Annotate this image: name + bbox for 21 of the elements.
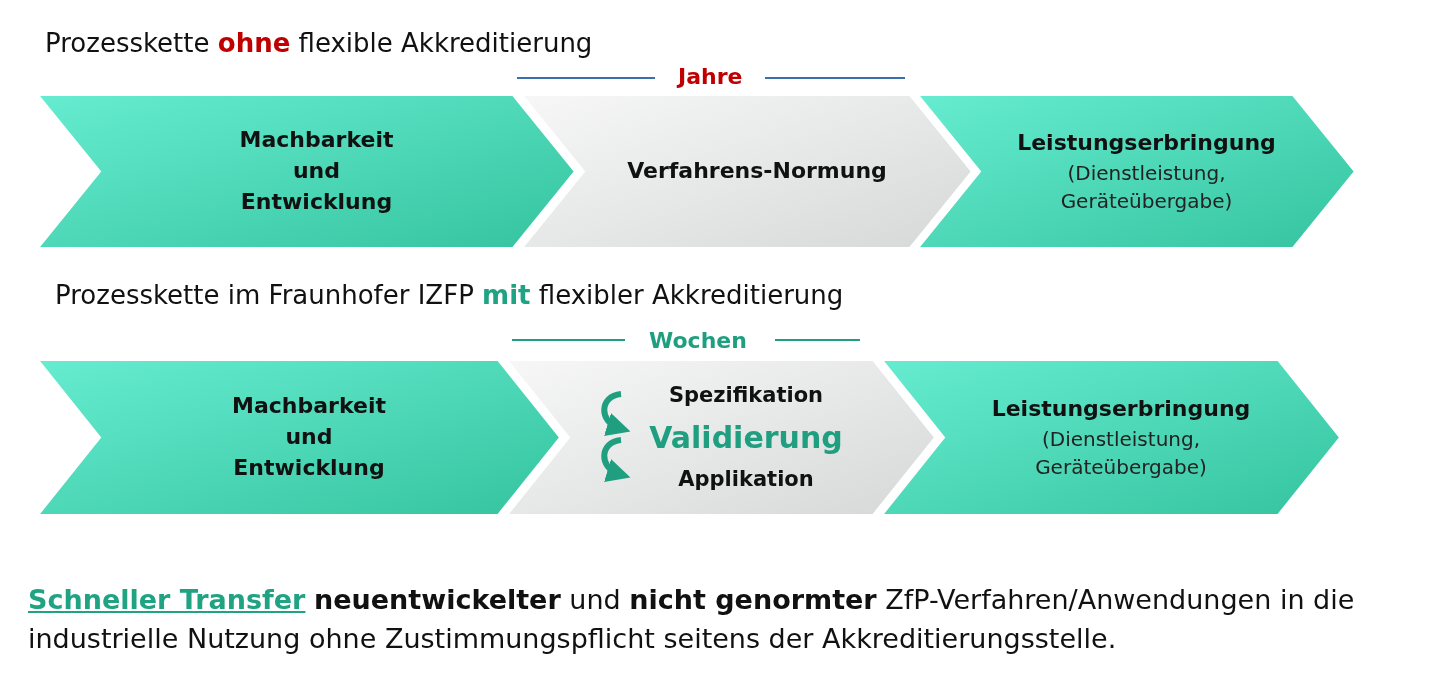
step-label: Spezifikation (668, 382, 824, 410)
step-heading: Machbarkeit und Entwicklung (238, 126, 395, 216)
step-heading: Leistungserbringung (1017, 129, 1276, 158)
duration-label: Wochen (649, 328, 747, 353)
step-heading: Leistungserbringung (991, 395, 1251, 424)
step-description: (Dienstleistung, Geräteübergabe) (1059, 159, 1234, 215)
step-description: (Dienstleistung, Geräteübergabe) (1034, 425, 1208, 481)
duration-label: Jahre (678, 64, 743, 89)
process-step (38, 95, 575, 248)
process-step (507, 360, 935, 515)
section-heading: Prozesskette im Fraunhofer IZFP mit flexibler Akkreditierung (55, 280, 844, 310)
section-heading: Prozesskette ohne flexible Akkreditierung (45, 28, 593, 58)
process-step (882, 360, 1340, 515)
process-step (522, 95, 972, 248)
step-label: Applikation (678, 465, 814, 493)
caption-text: Schneller Transfer neuentwickelter und nicht genormter ZfP-Verfahren/Anwendungen in die industrielle Nutzung ohne Zustimmungspflicht seitens der Akkreditierungsstelle. (28, 583, 1356, 657)
process-step (38, 360, 560, 515)
process-step (918, 95, 1355, 248)
step-heading: Verfahrens-Normung (627, 157, 887, 186)
step-heading: Machbarkeit und Entwicklung (231, 392, 387, 482)
step-heading: Validierung (649, 418, 843, 457)
